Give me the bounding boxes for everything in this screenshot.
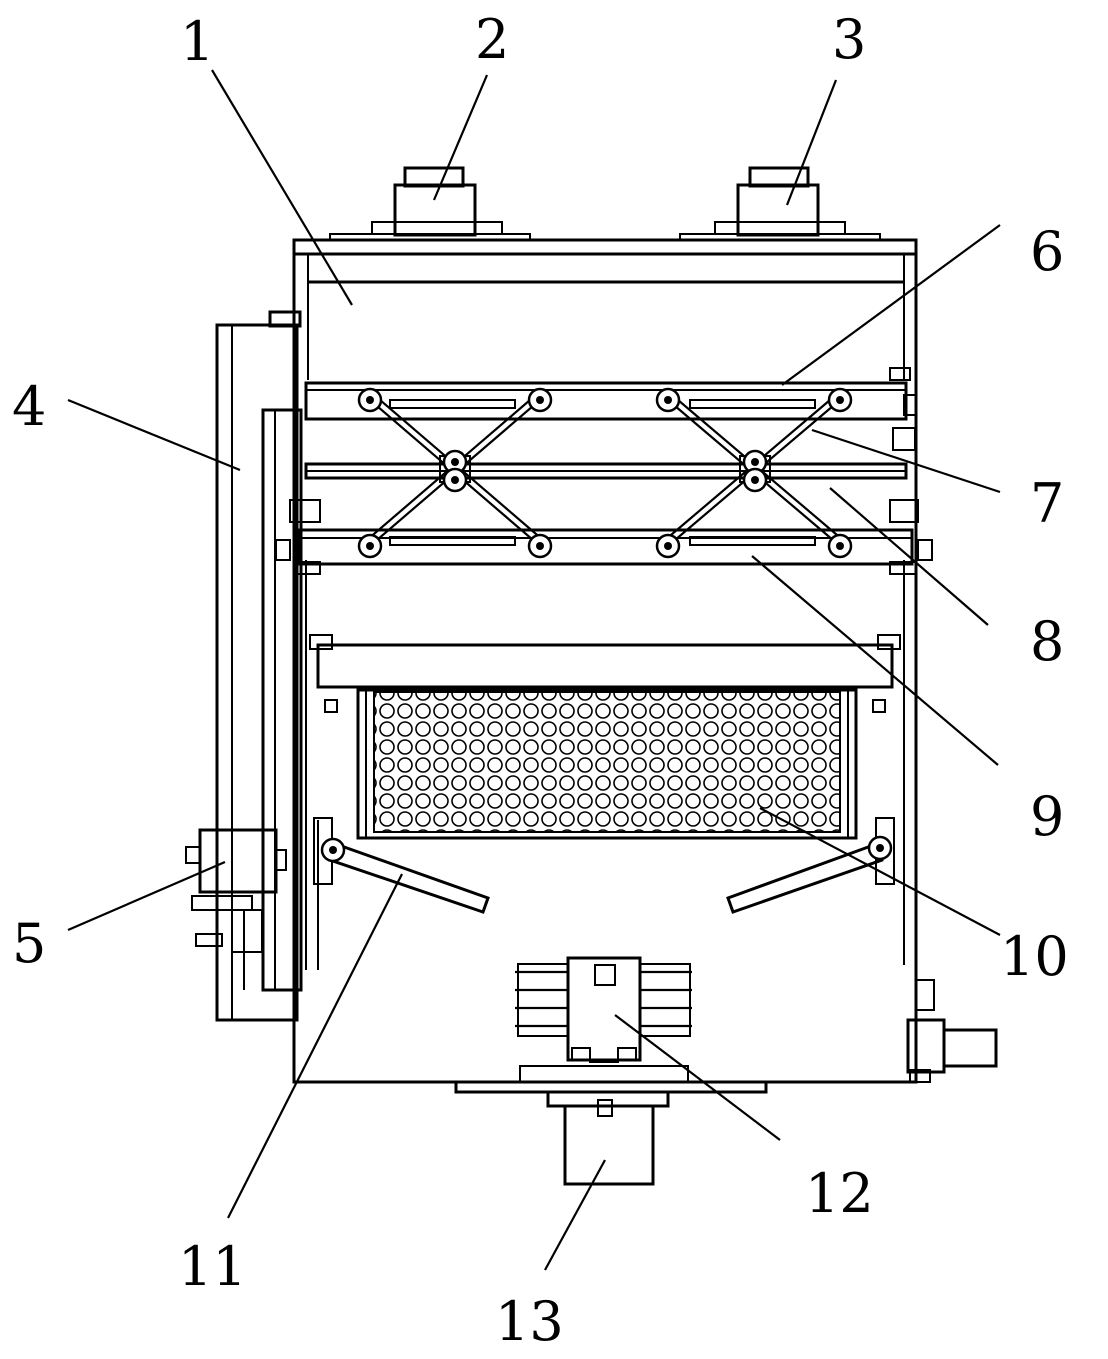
callout-label: 3 (832, 8, 866, 71)
leader-lines (67, 69, 1001, 1271)
callout-label: 4 (12, 375, 46, 438)
top-connector-left (329, 166, 531, 241)
callout-label: 9 (1030, 785, 1064, 848)
callout-label: 2 (475, 8, 509, 71)
main-housing (292, 238, 918, 1084)
motor-unit (515, 956, 692, 1083)
deflector-flap-right (726, 817, 895, 914)
callout-label: 12 (805, 1162, 874, 1225)
top-connector-right (679, 166, 881, 241)
pressing-plate (309, 634, 901, 713)
callout-label: 7 (1030, 472, 1064, 535)
bottom-base (454, 1080, 768, 1186)
callout-label: 6 (1030, 220, 1064, 283)
slider-block (185, 828, 287, 990)
deflector-flap-left (313, 817, 490, 914)
middle-bar (304, 462, 908, 480)
callout-label: 13 (495, 1290, 564, 1353)
callout-label: 10 (1000, 925, 1069, 988)
upper-bar (304, 367, 917, 451)
side-rail (215, 310, 303, 1022)
mesh-screen (356, 688, 858, 840)
scissor-linkage-right (655, 387, 853, 559)
scissor-linkage-left (357, 387, 553, 559)
callout-labels: 1 2 3 4 5 6 7 8 9 10 11 12 13 (12, 8, 1069, 1353)
callout-label: 11 (178, 1235, 247, 1298)
side-outlet (906, 979, 998, 1083)
callout-label: 1 (180, 10, 214, 73)
callout-label: 5 (12, 912, 46, 975)
callout-label: 8 (1030, 610, 1064, 673)
